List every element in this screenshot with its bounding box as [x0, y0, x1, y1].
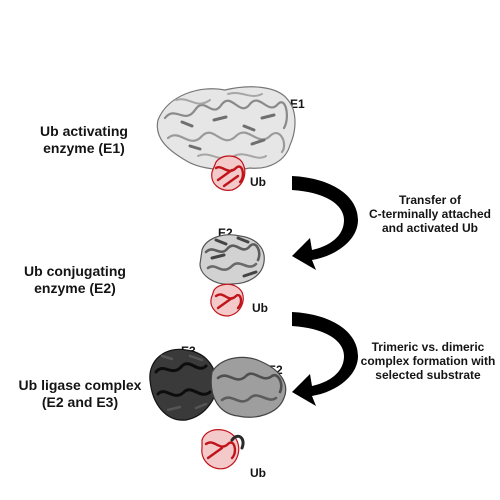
stage-label-e3-line2: (E2 and E3): [41, 393, 119, 410]
stage-label-e1: Ub activating enzyme (E1): [20, 123, 148, 156]
stage-label-e3-line1: Ub ligase complex: [18, 377, 142, 393]
transition-label-2: Trimeric vs. dimeric complex formation w…: [358, 340, 498, 382]
ub-structure-stage1: [211, 155, 246, 191]
stage-label-e3: Ub ligase complex (E2 and E3): [10, 377, 150, 410]
stage-label-e2-line2: enzyme (E2): [34, 279, 116, 296]
transition-label-1: Transfer of C-terminally attached and ac…: [362, 193, 498, 235]
transition-1-line2: C-terminally attached: [368, 207, 492, 222]
transition-2-line2: complex formation with: [360, 354, 496, 369]
tag-ub-stage3: Ub: [250, 466, 266, 480]
ub-structure-stage3: [201, 429, 245, 470]
stage-label-e1-line2: enzyme (E1): [43, 139, 125, 156]
tag-ub-stage1: Ub: [250, 175, 266, 189]
e2-structure-stage2: [199, 234, 265, 285]
stage-label-e2: Ub conjugating enzyme (E2): [10, 263, 140, 296]
ub-structure-stage2: [210, 283, 244, 317]
transition-1-line3: and activated Ub: [381, 221, 479, 236]
transition-2-line1: Trimeric vs. dimeric: [371, 340, 485, 354]
transition-2-line3: selected substrate: [375, 368, 481, 383]
tag-ub-stage2: Ub: [252, 301, 268, 315]
transition-1-line1: Transfer of: [398, 193, 461, 207]
e3-e2-complex-structure: [149, 348, 287, 421]
curved-arrow-2-icon: [292, 312, 358, 406]
stage-label-e2-line1: Ub conjugating: [24, 263, 126, 279]
curved-arrow-1-icon: [292, 176, 358, 270]
stage-label-e1-line1: Ub activating: [40, 123, 128, 139]
tag-e1: E1: [290, 97, 305, 111]
